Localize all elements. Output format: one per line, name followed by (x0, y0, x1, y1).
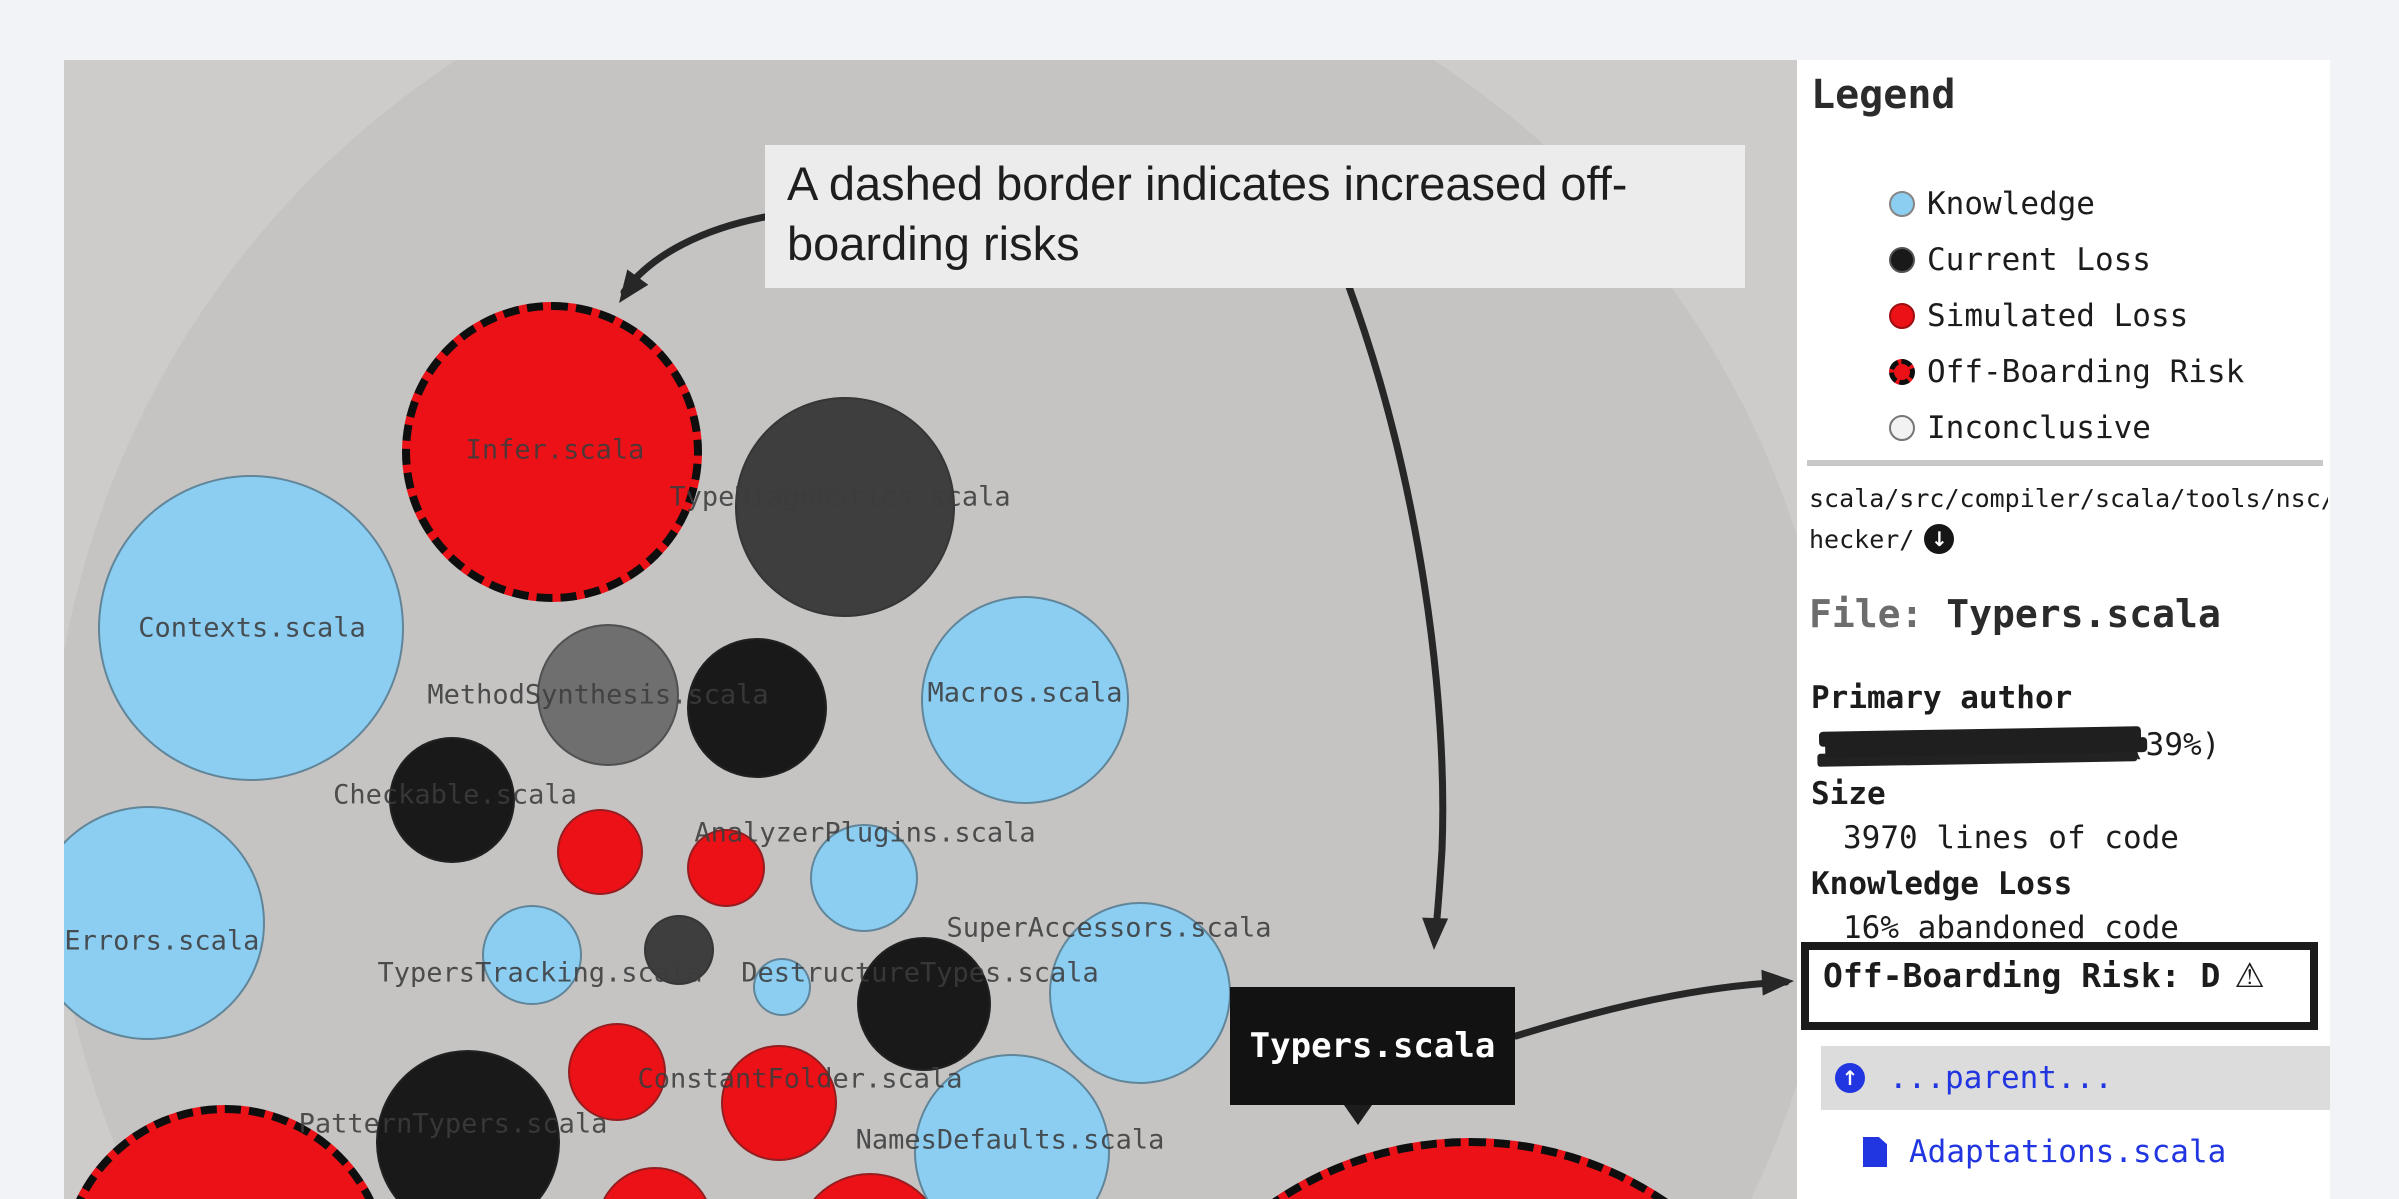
bubble-infer[interactable] (402, 302, 702, 602)
bubble-destructure-types[interactable] (753, 958, 811, 1016)
knowledge-loss-label: Knowledge Loss (1811, 866, 2073, 902)
bubble-unlabeled-dark-1[interactable] (644, 915, 714, 985)
file-item-adaptations-scala[interactable]: Adaptations.scala (1821, 1126, 2330, 1178)
tooltip-pointer-icon (1344, 1105, 1372, 1125)
file-heading-label: File: (1809, 592, 1924, 636)
file-item-parent[interactable]: ↑ ...parent... (1821, 1046, 2330, 1110)
file-item-analyzer-scala[interactable]: Analyzer.scala (1821, 1194, 2330, 1199)
file-heading-name: Typers.scala (1946, 592, 2221, 636)
knowledge-swatch-icon (1889, 191, 1915, 217)
bubble-macros[interactable] (921, 596, 1129, 804)
legend-item-current-loss: Current Loss (1889, 232, 2244, 288)
bubbles-layer (64, 60, 1797, 1199)
knowledge-loss-value: 16% abandoned code (1843, 910, 2179, 946)
file-icon (1863, 1137, 1887, 1167)
offboarding-risk-box: Off-Boarding Risk: D ⚠ (1801, 942, 2318, 1030)
bubble-checkable[interactable] (389, 737, 515, 863)
legend-item-label: Simulated Loss (1927, 298, 2189, 334)
arrow-to-infer (620, 212, 774, 296)
down-arrow-glyph: ↓ (1930, 527, 1948, 551)
legend-item-simulated-loss: Simulated Loss (1889, 288, 2244, 344)
annotation-arrows (619, 212, 1794, 1040)
file-item-label: ...parent... (1889, 1060, 2113, 1096)
legend-item-label: Current Loss (1927, 242, 2151, 278)
author-share: (39%) (2127, 727, 2221, 763)
redacted-author-name (1818, 725, 2142, 747)
size-label: Size (1811, 776, 1886, 812)
legend-item-inconclusive: Inconclusive (1889, 400, 2244, 456)
offboarding-risk-swatch-icon (1889, 359, 1915, 385)
bubble-context-errors[interactable] (64, 806, 265, 1040)
bubble-pattern-typers[interactable] (376, 1050, 560, 1199)
bubble-unlabeled-red-2[interactable] (687, 829, 765, 907)
bubble-unlabeled-black-1[interactable] (687, 638, 827, 778)
arrow-to-typers-tooltip (1344, 280, 1447, 942)
offboarding-risk-text: Off-Boarding Risk: D (1823, 956, 2221, 995)
file-heading: File: Typers.scala (1809, 592, 2221, 636)
arrowhead-typers-tooltip (1422, 917, 1449, 950)
arrow-to-risk-box (1512, 978, 1790, 1040)
legend-item-off-boarding-risk: Off-Boarding Risk (1889, 344, 2244, 400)
annotation-box: A dashed border indicates increased off-… (765, 145, 1745, 288)
legend-item-label: Off-Boarding Risk (1927, 354, 2245, 390)
bubble-unlabeled-red-1[interactable] (557, 809, 643, 895)
bubble-typers-tracking[interactable] (482, 905, 582, 1005)
legend-item-label: Inconclusive (1927, 410, 2151, 446)
file-list: ↑ ...parent... Adaptations.scalaAnalyzer.s… (1821, 1046, 2330, 1199)
breadcrumb-path-line1: scala/src/compiler/scala/tools/nsc/typec (1809, 484, 2328, 513)
legend-item-label: Knowledge (1927, 186, 2095, 222)
annotation-text: A dashed border indicates increased off-… (787, 157, 1628, 270)
bubble-unlabeled-black-2[interactable] (857, 937, 991, 1071)
current-loss-swatch-icon (1889, 247, 1915, 273)
typers-tooltip: Typers.scala (1230, 987, 1515, 1105)
arrowhead-risk-box (1761, 969, 1794, 996)
bubble-method-synthesis[interactable] (537, 624, 679, 766)
circle-down-icon[interactable]: ↓ (1924, 524, 1955, 554)
size-value: 3970 lines of code (1843, 820, 2179, 856)
typers-tooltip-label: Typers.scala (1249, 1026, 1496, 1066)
bubble-analyzer-plugins[interactable] (810, 824, 918, 932)
inconclusive-swatch-icon (1889, 415, 1915, 441)
bubble-super-accessors[interactable] (1049, 902, 1231, 1084)
bubble-contexts[interactable] (98, 475, 404, 781)
divider (1807, 460, 2323, 466)
legend-title: Legend (1811, 72, 1956, 118)
legend-item-knowledge: Knowledge (1889, 176, 2244, 232)
warning-icon: ⚠ (2234, 956, 2265, 996)
primary-author-row: (39%) (1818, 722, 2221, 768)
breadcrumb-path-line2: hecker/ ↓ (1809, 524, 1955, 554)
bubble-type-diagnostics[interactable] (735, 397, 955, 617)
bubble-unlabeled-red-3[interactable] (721, 1045, 837, 1161)
bubble-constant-folder[interactable] (568, 1023, 666, 1121)
arrowhead-infer (619, 269, 649, 303)
simulated-loss-swatch-icon (1889, 303, 1915, 329)
circle-up-icon: ↑ (1835, 1063, 1865, 1093)
breadcrumb-path-line2-text: hecker/ (1809, 524, 1915, 554)
file-item-label: Adaptations.scala (1909, 1134, 2227, 1170)
primary-author-label: Primary author (1811, 680, 2073, 716)
